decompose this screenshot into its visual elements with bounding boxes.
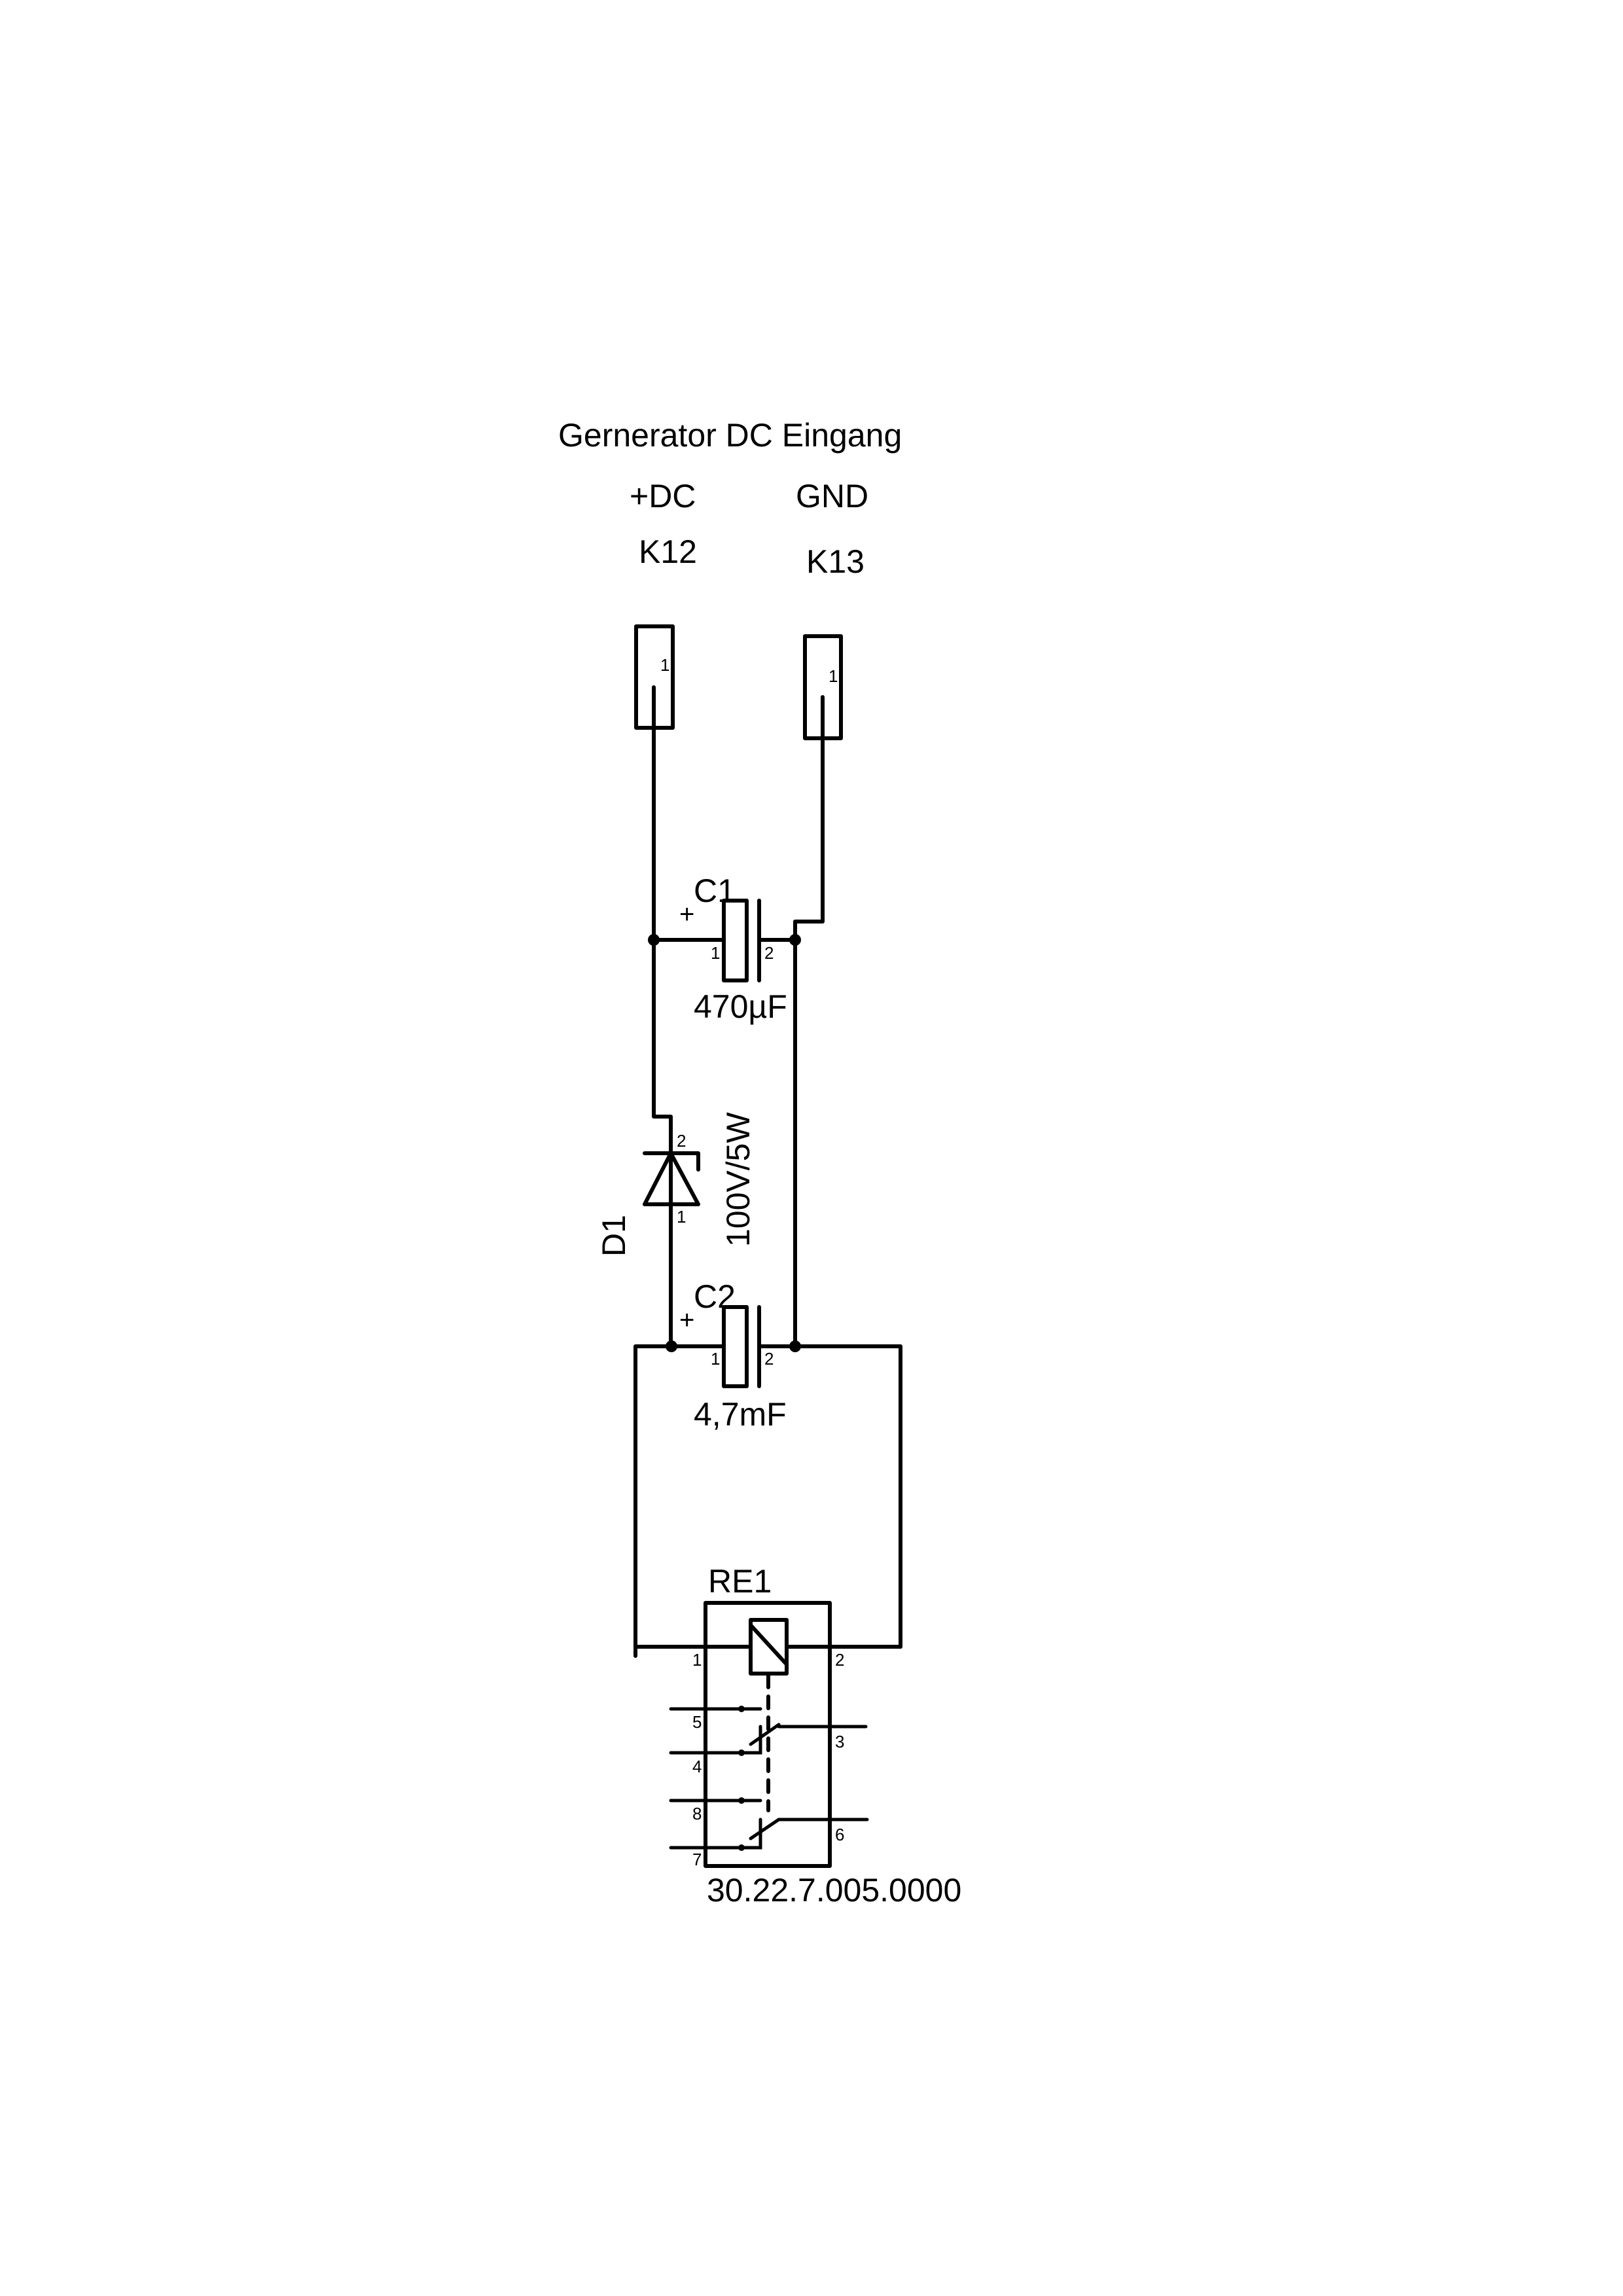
wire-dc-plus [652, 685, 673, 1155]
c2-ref-label: C2 [694, 1278, 736, 1315]
re1-pin2-label: 2 [835, 1650, 844, 1670]
k13-ref-label: K13 [806, 543, 865, 580]
c2-value-label: 4,7mF [694, 1396, 787, 1433]
c1-polarity-label: + [679, 900, 694, 929]
re1-pin3-label: 3 [835, 1732, 844, 1751]
d1-pin2-label: 2 [677, 1131, 686, 1151]
junction-dot [789, 934, 801, 946]
wire-gnd [793, 695, 825, 1348]
diode-d1[interactable]: 2 1 D1 100V/5W [596, 1112, 757, 1348]
re1-part-number: 30.22.7.005.0000 [707, 1872, 961, 1909]
k12-ref-label: K12 [639, 533, 697, 570]
capacitor-c2[interactable]: C2 + 1 2 4,7mF [633, 1278, 902, 1658]
capacitor-c1[interactable]: C1 + 1 2 470µF [652, 872, 797, 1025]
d1-pin1-label: 1 [677, 1207, 686, 1227]
d1-ref-label: D1 [596, 1215, 632, 1257]
junction-dot [648, 934, 660, 946]
c2-pin2-label: 2 [764, 1349, 774, 1369]
d1-value-label: 100V/5W [720, 1112, 757, 1247]
c1-pin2-label: 2 [764, 943, 774, 963]
k12-net-label: +DC [630, 478, 696, 514]
c1-ref-label: C1 [694, 872, 736, 909]
re1-pin6-label: 6 [835, 1825, 844, 1844]
re1-pin4-label: 4 [692, 1757, 702, 1776]
re1-pin5-label: 5 [692, 1712, 702, 1732]
k13-pin-label: 1 [829, 666, 838, 686]
relay-re1[interactable]: RE1 1 2 3 4 5 6 7 8 30.22.7.005.0000 [633, 1563, 961, 1909]
re1-pin7-label: 7 [692, 1850, 702, 1869]
c1-value-label: 470µF [694, 988, 787, 1025]
re1-ref-label: RE1 [708, 1563, 772, 1600]
re1-pin8-label: 8 [692, 1804, 702, 1823]
c1-pin1-label: 1 [711, 943, 720, 963]
k13-net-label: GND [796, 478, 868, 514]
re1-pin1-label: 1 [692, 1650, 702, 1670]
c2-polarity-label: + [679, 1306, 694, 1335]
schematic-title: Gernerator DC Eingang [558, 417, 902, 454]
k12-pin-label: 1 [660, 655, 669, 675]
c2-pin1-label: 1 [711, 1349, 720, 1369]
relay-coil [749, 1618, 789, 1676]
junction-dot [666, 1340, 677, 1352]
junction-dot [789, 1340, 801, 1352]
